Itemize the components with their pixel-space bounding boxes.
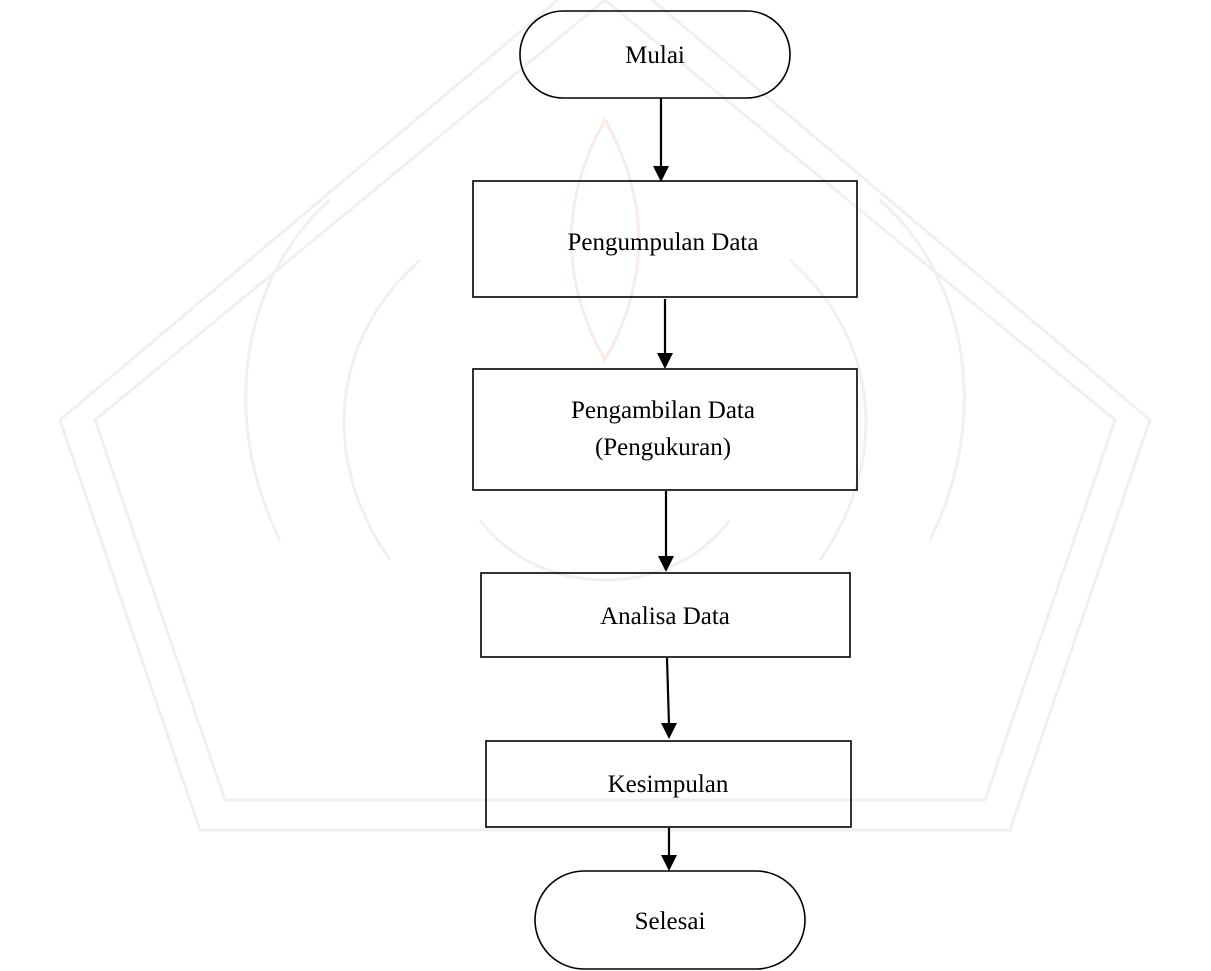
watermark-shield-inner-icon — [93, 0, 1117, 802]
process-step-3: Analisa Data — [480, 572, 851, 658]
arrow-step2-to-step3 — [658, 491, 674, 572]
process-step-3-label: Analisa Data — [600, 603, 730, 630]
arrow-step3-to-step4 — [661, 657, 677, 739]
process-step-4-label: Kesimpulan — [608, 771, 729, 798]
process-step-2: Pengambilan Data (Pengukuran) — [472, 368, 858, 491]
process-step-4: Kesimpulan — [485, 740, 852, 828]
watermark-shield-icon — [58, 0, 1152, 832]
end-terminator: Selesai — [534, 870, 806, 970]
watermark-flame-icon — [569, 116, 641, 364]
watermark-leaves-outer-icon — [244, 198, 966, 541]
start-label: Mulai — [625, 42, 685, 69]
arrow-start-to-step1 — [653, 98, 669, 182]
watermark-leaves-icon — [342, 258, 868, 561]
start-terminator: Mulai — [519, 10, 791, 99]
process-step-1: Pengumpulan Data — [472, 180, 858, 298]
process-step-2-label-line1: Pengambilan Data — [571, 397, 755, 424]
process-step-2-label-line2: (Pengukuran) — [595, 434, 731, 461]
process-step-1-label: Pengumpulan Data — [568, 229, 759, 256]
end-label: Selesai — [635, 908, 706, 935]
arrow-step4-to-end — [661, 828, 677, 871]
arrow-step1-to-step2 — [657, 299, 673, 369]
watermark-base-icon — [478, 519, 732, 582]
